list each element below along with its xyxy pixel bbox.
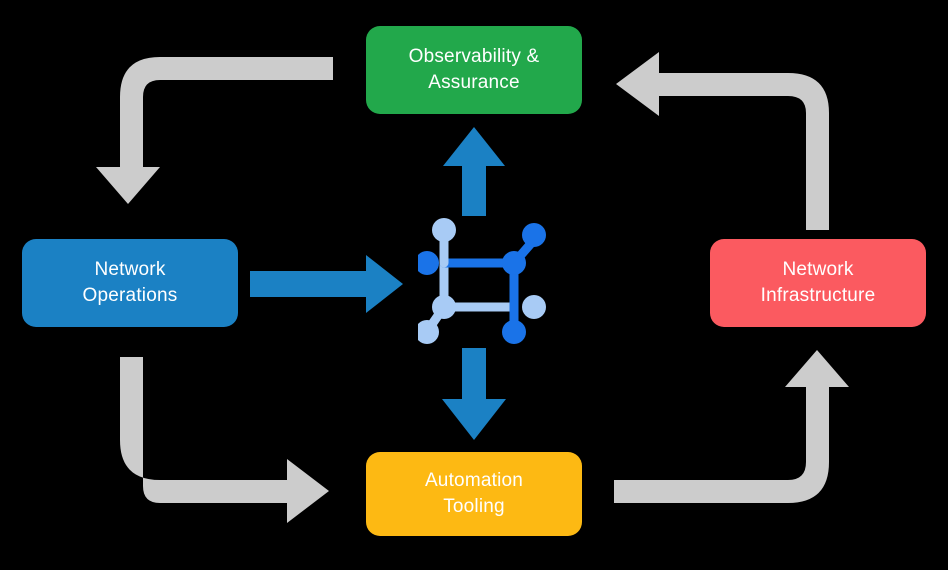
node-label-observability: Observability & Assurance	[408, 46, 540, 93]
topology-node-bottom-left	[418, 320, 439, 344]
node-box-network-operations[interactable]: Network Operations	[22, 239, 238, 327]
node-label-automation-tooling: Automation Tooling	[424, 470, 524, 517]
arrow-center-to-observability-up-icon	[443, 127, 505, 216]
topology-dark-edges	[439, 221, 539, 335]
network-topology-icon	[418, 218, 546, 344]
topology-node-left	[418, 251, 439, 275]
node-label-network-operations: Network Operations	[82, 259, 178, 306]
topology-node-top-left	[432, 218, 456, 242]
topology-node-top-right	[522, 223, 546, 247]
node-box-observability[interactable]: Observability & Assurance	[366, 26, 582, 114]
arrow-center-to-automation-down-icon	[442, 348, 506, 440]
arrow-operations-to-automation	[120, 357, 329, 523]
topology-node-right	[522, 295, 546, 319]
arrow-infrastructure-to-observability	[616, 52, 829, 230]
node-box-automation-tooling[interactable]: Automation Tooling	[366, 452, 582, 536]
topology-node-center-right	[502, 251, 526, 275]
arrow-automation-to-infrastructure	[614, 350, 849, 503]
arrow-observability-to-operations	[96, 57, 333, 204]
arrow-operations-to-center-right-icon	[250, 255, 403, 313]
node-box-network-infrastructure[interactable]: Network Infrastructure	[710, 239, 926, 327]
topology-nodes	[418, 218, 546, 344]
topology-node-mid-left	[432, 295, 456, 319]
topology-node-bottom-right	[502, 320, 526, 344]
node-label-network-infrastructure: Network Infrastructure	[760, 259, 876, 306]
